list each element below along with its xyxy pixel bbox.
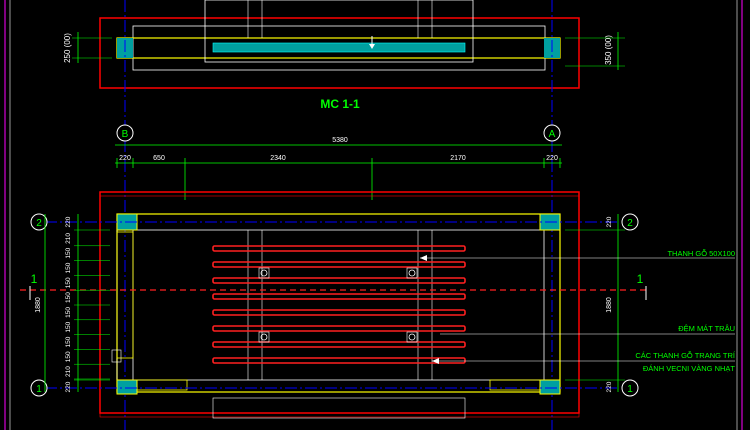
axis-b-label: B [122, 129, 129, 140]
spacing-label: 210 [65, 233, 72, 244]
bolt-box [406, 331, 418, 343]
wood-slat [212, 309, 466, 316]
leader-arrow [432, 358, 439, 364]
dim-650: 650 [153, 155, 165, 162]
section-title: MC 1-1 [320, 97, 360, 111]
wood-slat [212, 293, 466, 300]
dim-2340: 2340 [270, 155, 286, 162]
section-center-arrow [369, 44, 375, 49]
axis-1-right-bubble [621, 379, 639, 397]
axis-2-left-bubble [30, 213, 48, 231]
spacing-label: 150 [65, 247, 72, 258]
wood-slat [212, 261, 466, 268]
spacing-label: 150 [65, 336, 72, 347]
column-bottom-right [539, 379, 561, 395]
plan-view [99, 191, 580, 419]
section-outline [99, 17, 580, 89]
wood-slat [212, 245, 466, 252]
horizontal-axes: 2 2 1 1 [30, 213, 639, 397]
bolt-box [258, 267, 270, 279]
left-dim-1880: 1880 [35, 297, 42, 313]
axis-a-label: A [549, 129, 556, 140]
axis-1-left-bubble [30, 379, 48, 397]
plan-wall [116, 213, 561, 393]
spacing-label: 210 [65, 366, 72, 377]
plan-bench-foot [111, 349, 122, 363]
left-dim-220-bottom: 220 [65, 381, 72, 392]
top-dimension-chain: 5380 220 650 2340 2170 220 [115, 137, 562, 200]
axis-1-right-label: 1 [627, 384, 633, 395]
plan-base-frame [212, 397, 466, 419]
plan-outline-offset [99, 195, 580, 418]
bolt-icon [260, 269, 268, 277]
plan-base-left [136, 379, 188, 391]
note-wood-bar: THANH GỖ 50X100 [667, 249, 735, 258]
grid-axes: B A [116, 0, 561, 430]
plan-base-right [489, 379, 541, 391]
left-dim-220-top: 220 [65, 216, 72, 227]
spacing-label: 150 [65, 292, 72, 303]
cut-mark-left: 1 [31, 272, 38, 286]
spacing-label: 150 [65, 277, 72, 288]
right-dimensions: 220 1880 220 [565, 214, 625, 392]
bolt-icon [260, 333, 268, 341]
axis-b-bubble [116, 124, 134, 142]
wood-slat [212, 357, 466, 364]
note-mat: ĐỆM MÁT TRÂU [678, 324, 735, 333]
section-right-dim: 350 (00) [604, 35, 613, 65]
section-view: 250 (00) 350 (00) [63, 0, 625, 89]
wood-slat [212, 277, 466, 284]
section-left-dim: 250 (00) [63, 33, 72, 63]
column-bottom-left [116, 379, 138, 395]
section-mattress-hatch [212, 42, 466, 53]
dim-220-left: 220 [119, 155, 131, 162]
axis-1-left-label: 1 [36, 384, 42, 395]
section-cut-line: 1 1 [20, 272, 650, 300]
axis-a-bubble [543, 124, 561, 142]
cut-mark-right: 1 [637, 272, 644, 286]
note-deco-bars: CÁC THANH GỖ TRANG TRÍ [635, 351, 736, 360]
bolt-box [406, 267, 418, 279]
spacing-labels: 210 150 150 150 150 150 150 150 150 210 [65, 233, 110, 380]
bolt-icon [408, 269, 416, 277]
axis-2-left-label: 2 [36, 218, 42, 229]
dim-220-right: 220 [546, 155, 558, 162]
right-dim-220-top: 220 [606, 216, 613, 227]
right-dim-1880: 1880 [606, 297, 613, 313]
spacing-label: 150 [65, 321, 72, 332]
dim-2170: 2170 [450, 155, 466, 162]
axis-2-right-bubble [621, 213, 639, 231]
wood-slat [212, 341, 466, 348]
spacing-label: 150 [65, 351, 72, 362]
plan-bench [116, 231, 134, 359]
dim-total: 5380 [332, 137, 348, 144]
axis-2-right-label: 2 [627, 218, 633, 229]
bolt-box [258, 331, 270, 343]
section-bed-frame [204, 0, 474, 63]
spacing-label: 150 [65, 262, 72, 273]
left-dimensions: 1880 220 220 210 150 150 150 150 150 150 150 150… [35, 214, 110, 392]
leader-arrow [420, 255, 427, 261]
note-varnish: ĐÁNH VECNI VÀNG NHẠT [643, 364, 736, 373]
right-dim-220-bottom: 220 [606, 381, 613, 392]
bolt-icon [408, 333, 416, 341]
spacing-label: 150 [65, 307, 72, 318]
annotations: THANH GỖ 50X100 ĐỆM MÁT TRÂU CÁC THANH G… [420, 249, 736, 373]
wood-slat [212, 325, 466, 332]
